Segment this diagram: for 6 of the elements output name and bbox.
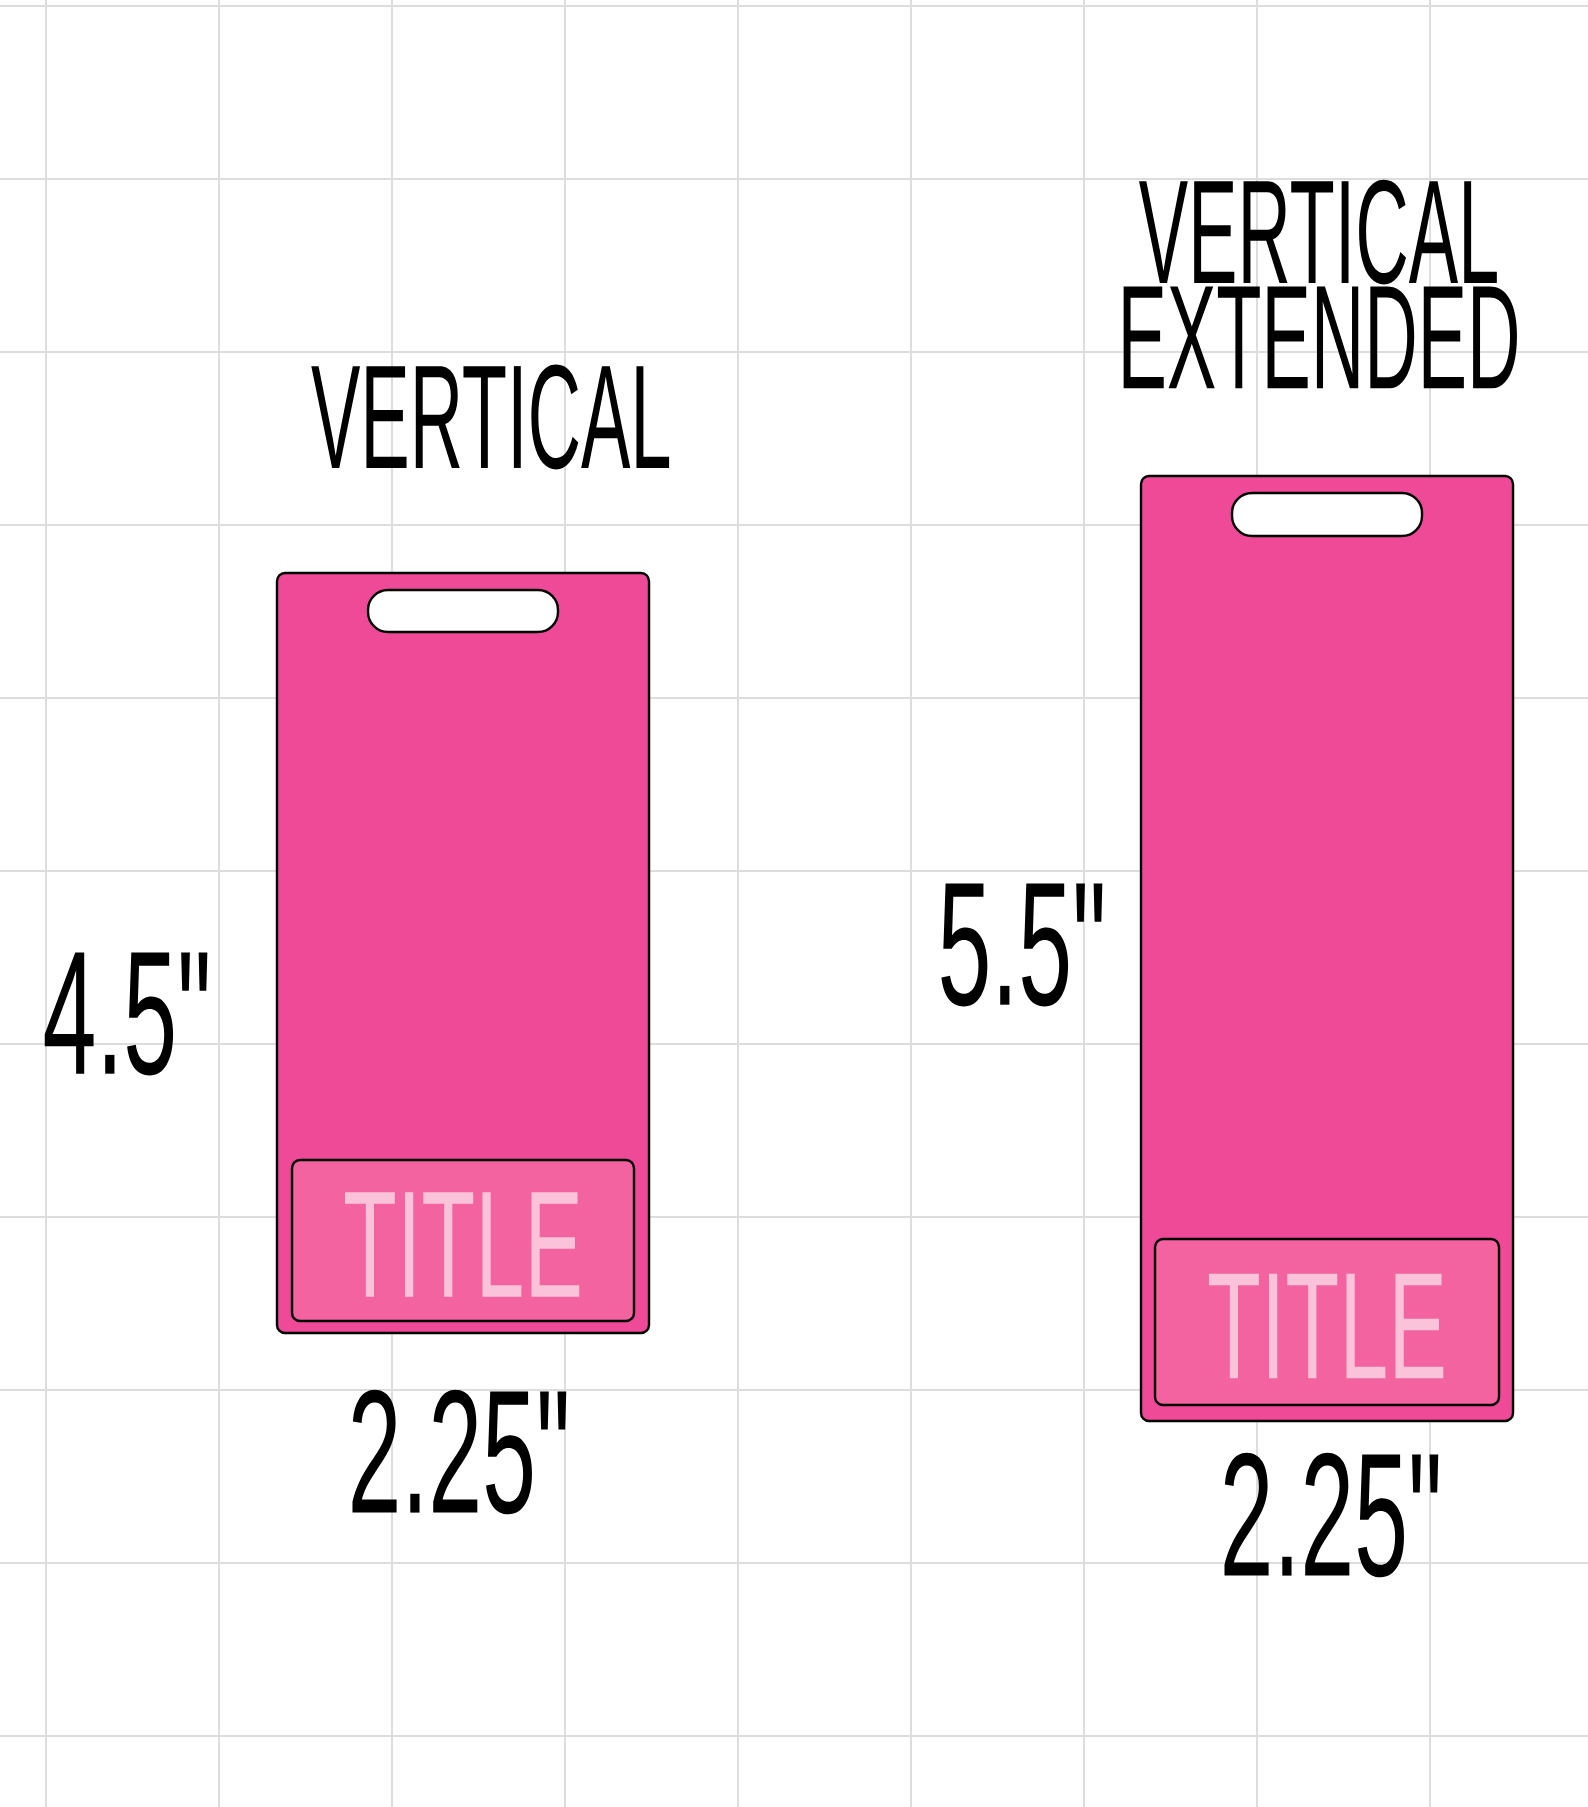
dimension-label: 5.5" bbox=[941, 883, 1103, 1007]
dimension-label: 4.5" bbox=[44, 952, 208, 1076]
title-box: TITLE bbox=[1153, 1237, 1501, 1407]
title-box: TITLE bbox=[290, 1158, 636, 1323]
heading: VERTICAL EXTENDED bbox=[1123, 179, 1517, 389]
heading: VERTICAL bbox=[311, 364, 670, 470]
